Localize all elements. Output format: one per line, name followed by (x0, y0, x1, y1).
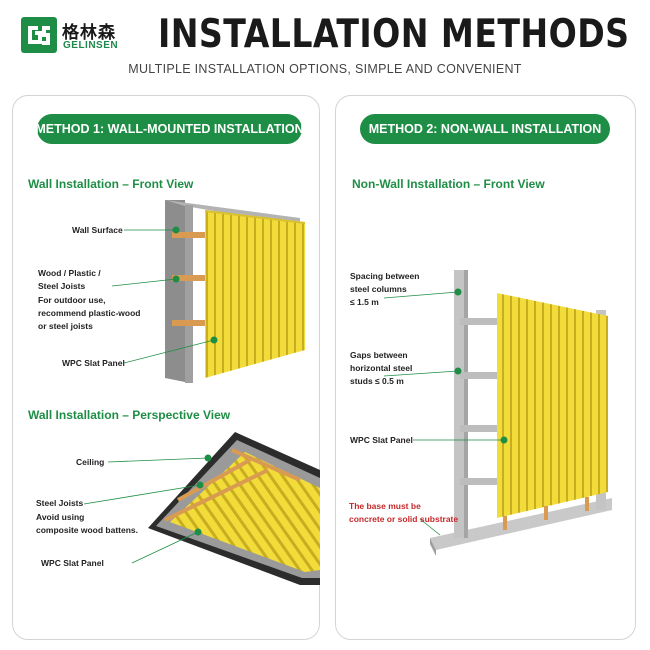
label-base-line1: The base must be (349, 501, 421, 511)
label-gaps-line2: horizontal steel (350, 363, 413, 373)
label-gaps-line3: studs ≤ 0.5 m (350, 376, 404, 386)
label-note-line3: or steel joists (38, 321, 93, 331)
callout-dot-icon (454, 367, 462, 375)
callout-dot-icon (172, 226, 180, 234)
non-wall-front-view-drawing (430, 270, 612, 556)
page-subtitle: MULTIPLE INSTALLATION OPTIONS, SIMPLE AN… (128, 62, 522, 76)
callout-dot-icon (196, 481, 204, 489)
callout-dot-icon (204, 454, 212, 462)
label-steel-joists: Steel Joists (36, 498, 84, 508)
label-ceiling: Ceiling (76, 457, 105, 467)
wall-perspective-view-drawing (148, 432, 320, 585)
non-wall-front-view-title: Non-Wall Installation – Front View (352, 177, 545, 191)
label-wpc-panel-front: WPC Slat Panel (62, 358, 125, 368)
brand-name-en: GELINSEN (63, 40, 119, 51)
label-wall-surface: Wall Surface (72, 225, 123, 235)
callout-dot-icon (210, 336, 218, 344)
method1-title-pill: METHOD 1: WALL-MOUNTED INSTALLATION (35, 114, 304, 144)
page-title: INSTALLATION METHODS (158, 12, 630, 57)
label-joists-line1: Wood / Plastic / (38, 268, 101, 278)
callout-dot-icon (454, 288, 462, 296)
gelinsen-logo-icon (21, 17, 57, 53)
label-joists-line2: Steel Joists (38, 281, 86, 291)
wall-perspective-view-title: Wall Installation – Perspective View (28, 408, 231, 422)
callout-dot-icon (194, 528, 202, 536)
label-avoid-line2: composite wood battens. (36, 525, 139, 535)
callout-lines (83, 229, 504, 564)
wall-front-view-title: Wall Installation – Front View (28, 177, 194, 191)
label-spacing-line2: steel columns (350, 284, 407, 294)
label-gaps-line1: Gaps between (350, 350, 408, 360)
wall-front-view-drawing (165, 200, 305, 383)
label-wpc-panel-nonwall: WPC Slat Panel (350, 435, 413, 445)
callout-dot-icon (172, 275, 180, 283)
brand-name-cn: 格林森 (62, 23, 116, 43)
label-base-line2: concrete or solid substrate (349, 514, 459, 524)
label-note-line2: recommend plastic-wood (38, 308, 141, 318)
callout-dot-icon (500, 436, 508, 444)
label-note-line1: For outdoor use, (38, 295, 106, 305)
label-spacing-line3: ≤ 1.5 m (350, 297, 379, 307)
label-wpc-panel-perspective: WPC Slat Panel (41, 558, 104, 568)
method2-title-pill: METHOD 2: NON-WALL INSTALLATION (360, 114, 610, 144)
brand-logo: 格林森 GELINSEN (20, 16, 130, 56)
label-spacing-line1: Spacing between (350, 271, 420, 281)
label-avoid-line1: Avoid using (36, 512, 85, 522)
